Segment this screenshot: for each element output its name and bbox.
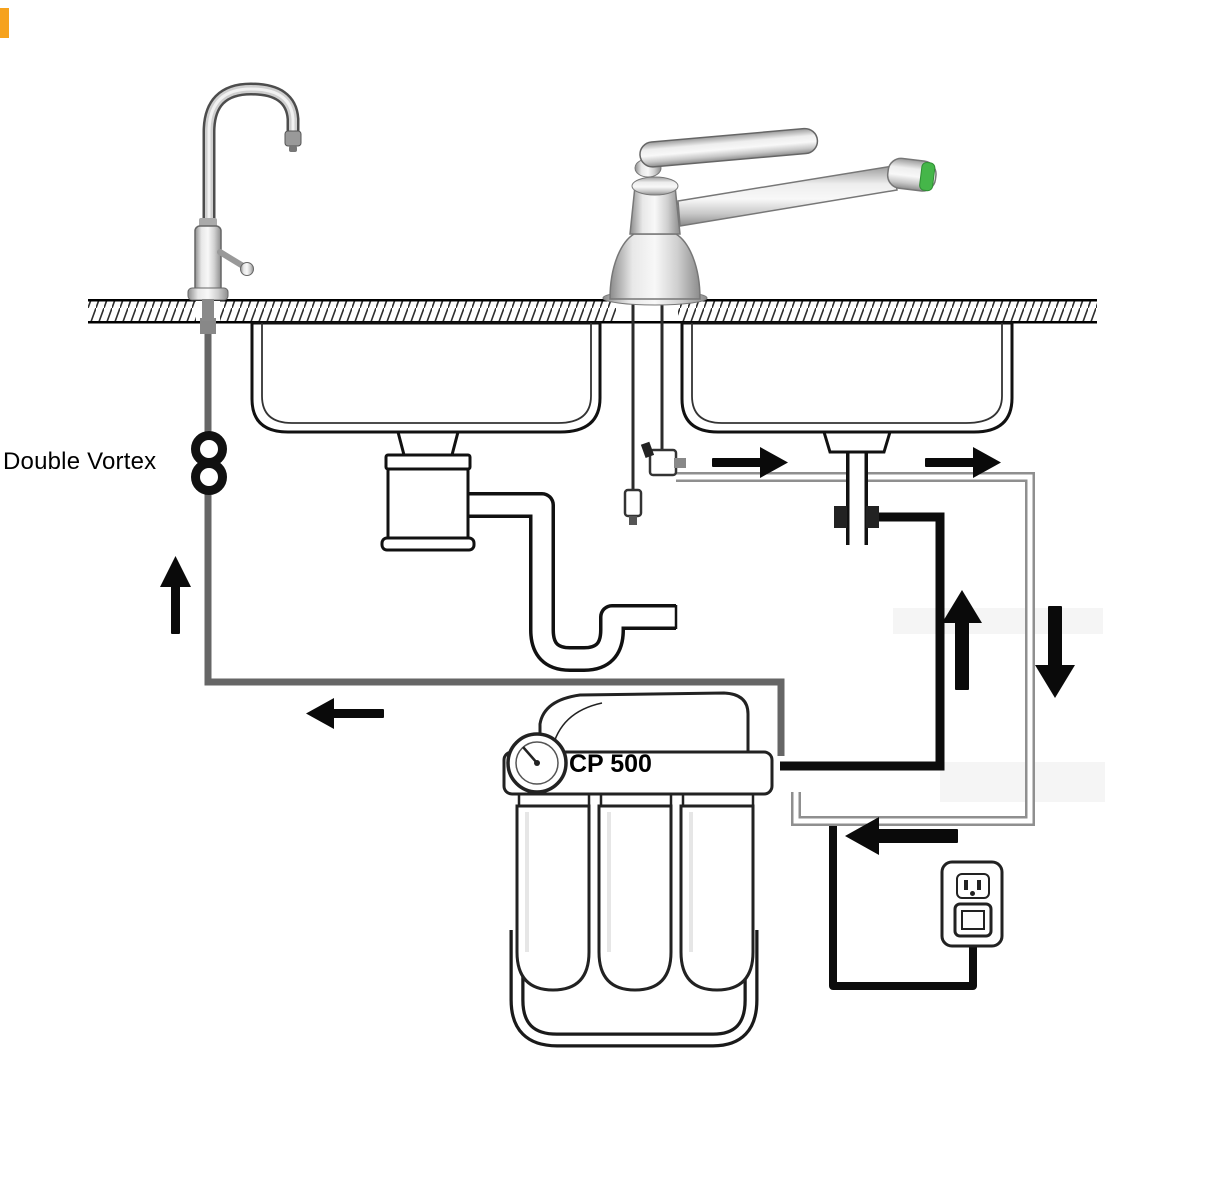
faucet-body [194, 225, 222, 299]
faucet-lever-handle [634, 127, 819, 178]
faucet-escutcheon [187, 287, 229, 301]
canister-3 [679, 804, 755, 992]
double-vortex-label: Double Vortex [3, 448, 157, 475]
flow-arrow-left-bottom [845, 817, 958, 855]
power-cord [829, 826, 977, 990]
flow-arrow-left-mid [306, 698, 384, 729]
flow-arrow-right-1 [712, 447, 788, 478]
garbage-disposal [380, 430, 476, 552]
countertop [88, 299, 1097, 324]
faucet-handle [217, 249, 254, 276]
drinking-water-faucet [187, 82, 302, 321]
filter-model-label: CP 500 [569, 750, 652, 778]
double-bowl-sink [250, 321, 1014, 434]
sink-drain-right [821, 430, 893, 545]
check-valve [623, 488, 643, 518]
feed-valve [640, 441, 686, 477]
faucet-spout-tip [284, 130, 302, 147]
drain-tube [780, 512, 945, 771]
canister-1 [515, 804, 591, 992]
power-outlet [940, 860, 1004, 948]
filter-canisters [515, 788, 755, 992]
kitchen-mixer-faucet [602, 127, 937, 525]
drain-saddle-clamp-right [866, 506, 879, 528]
flow-arrow-up-right [942, 590, 982, 690]
accent-corner-mark [0, 8, 9, 38]
p-trap [462, 492, 678, 672]
canister-2 [597, 804, 673, 992]
aerator-green-tip [919, 161, 936, 192]
filter-base [509, 930, 759, 1048]
plug [953, 902, 993, 938]
filtered-water-tube [191, 318, 785, 756]
flow-arrow-right-2 [925, 447, 1001, 478]
pressure-gauge [506, 732, 568, 794]
tube-fitting [200, 318, 216, 334]
flow-arrows [160, 447, 1075, 855]
filter-bracket [502, 750, 774, 796]
filter-head [502, 691, 774, 796]
ro-filter-unit [502, 691, 774, 1048]
faucet-shank [202, 299, 214, 321]
sink-bowl-left [250, 321, 602, 434]
flow-arrow-down-right [1035, 606, 1075, 698]
faucet-spout [677, 165, 898, 227]
double-vortex-icon [191, 431, 227, 495]
drain-flange [821, 430, 893, 454]
sink-bowl-right [680, 321, 1014, 434]
drain-saddle-clamp-left [834, 506, 847, 528]
feed-water-tube [676, 472, 1035, 826]
flow-arrow-up-left [160, 556, 191, 634]
faucet-supply-hoses [623, 300, 686, 525]
disposal-base [380, 536, 476, 552]
scan-shadows [893, 608, 1105, 802]
